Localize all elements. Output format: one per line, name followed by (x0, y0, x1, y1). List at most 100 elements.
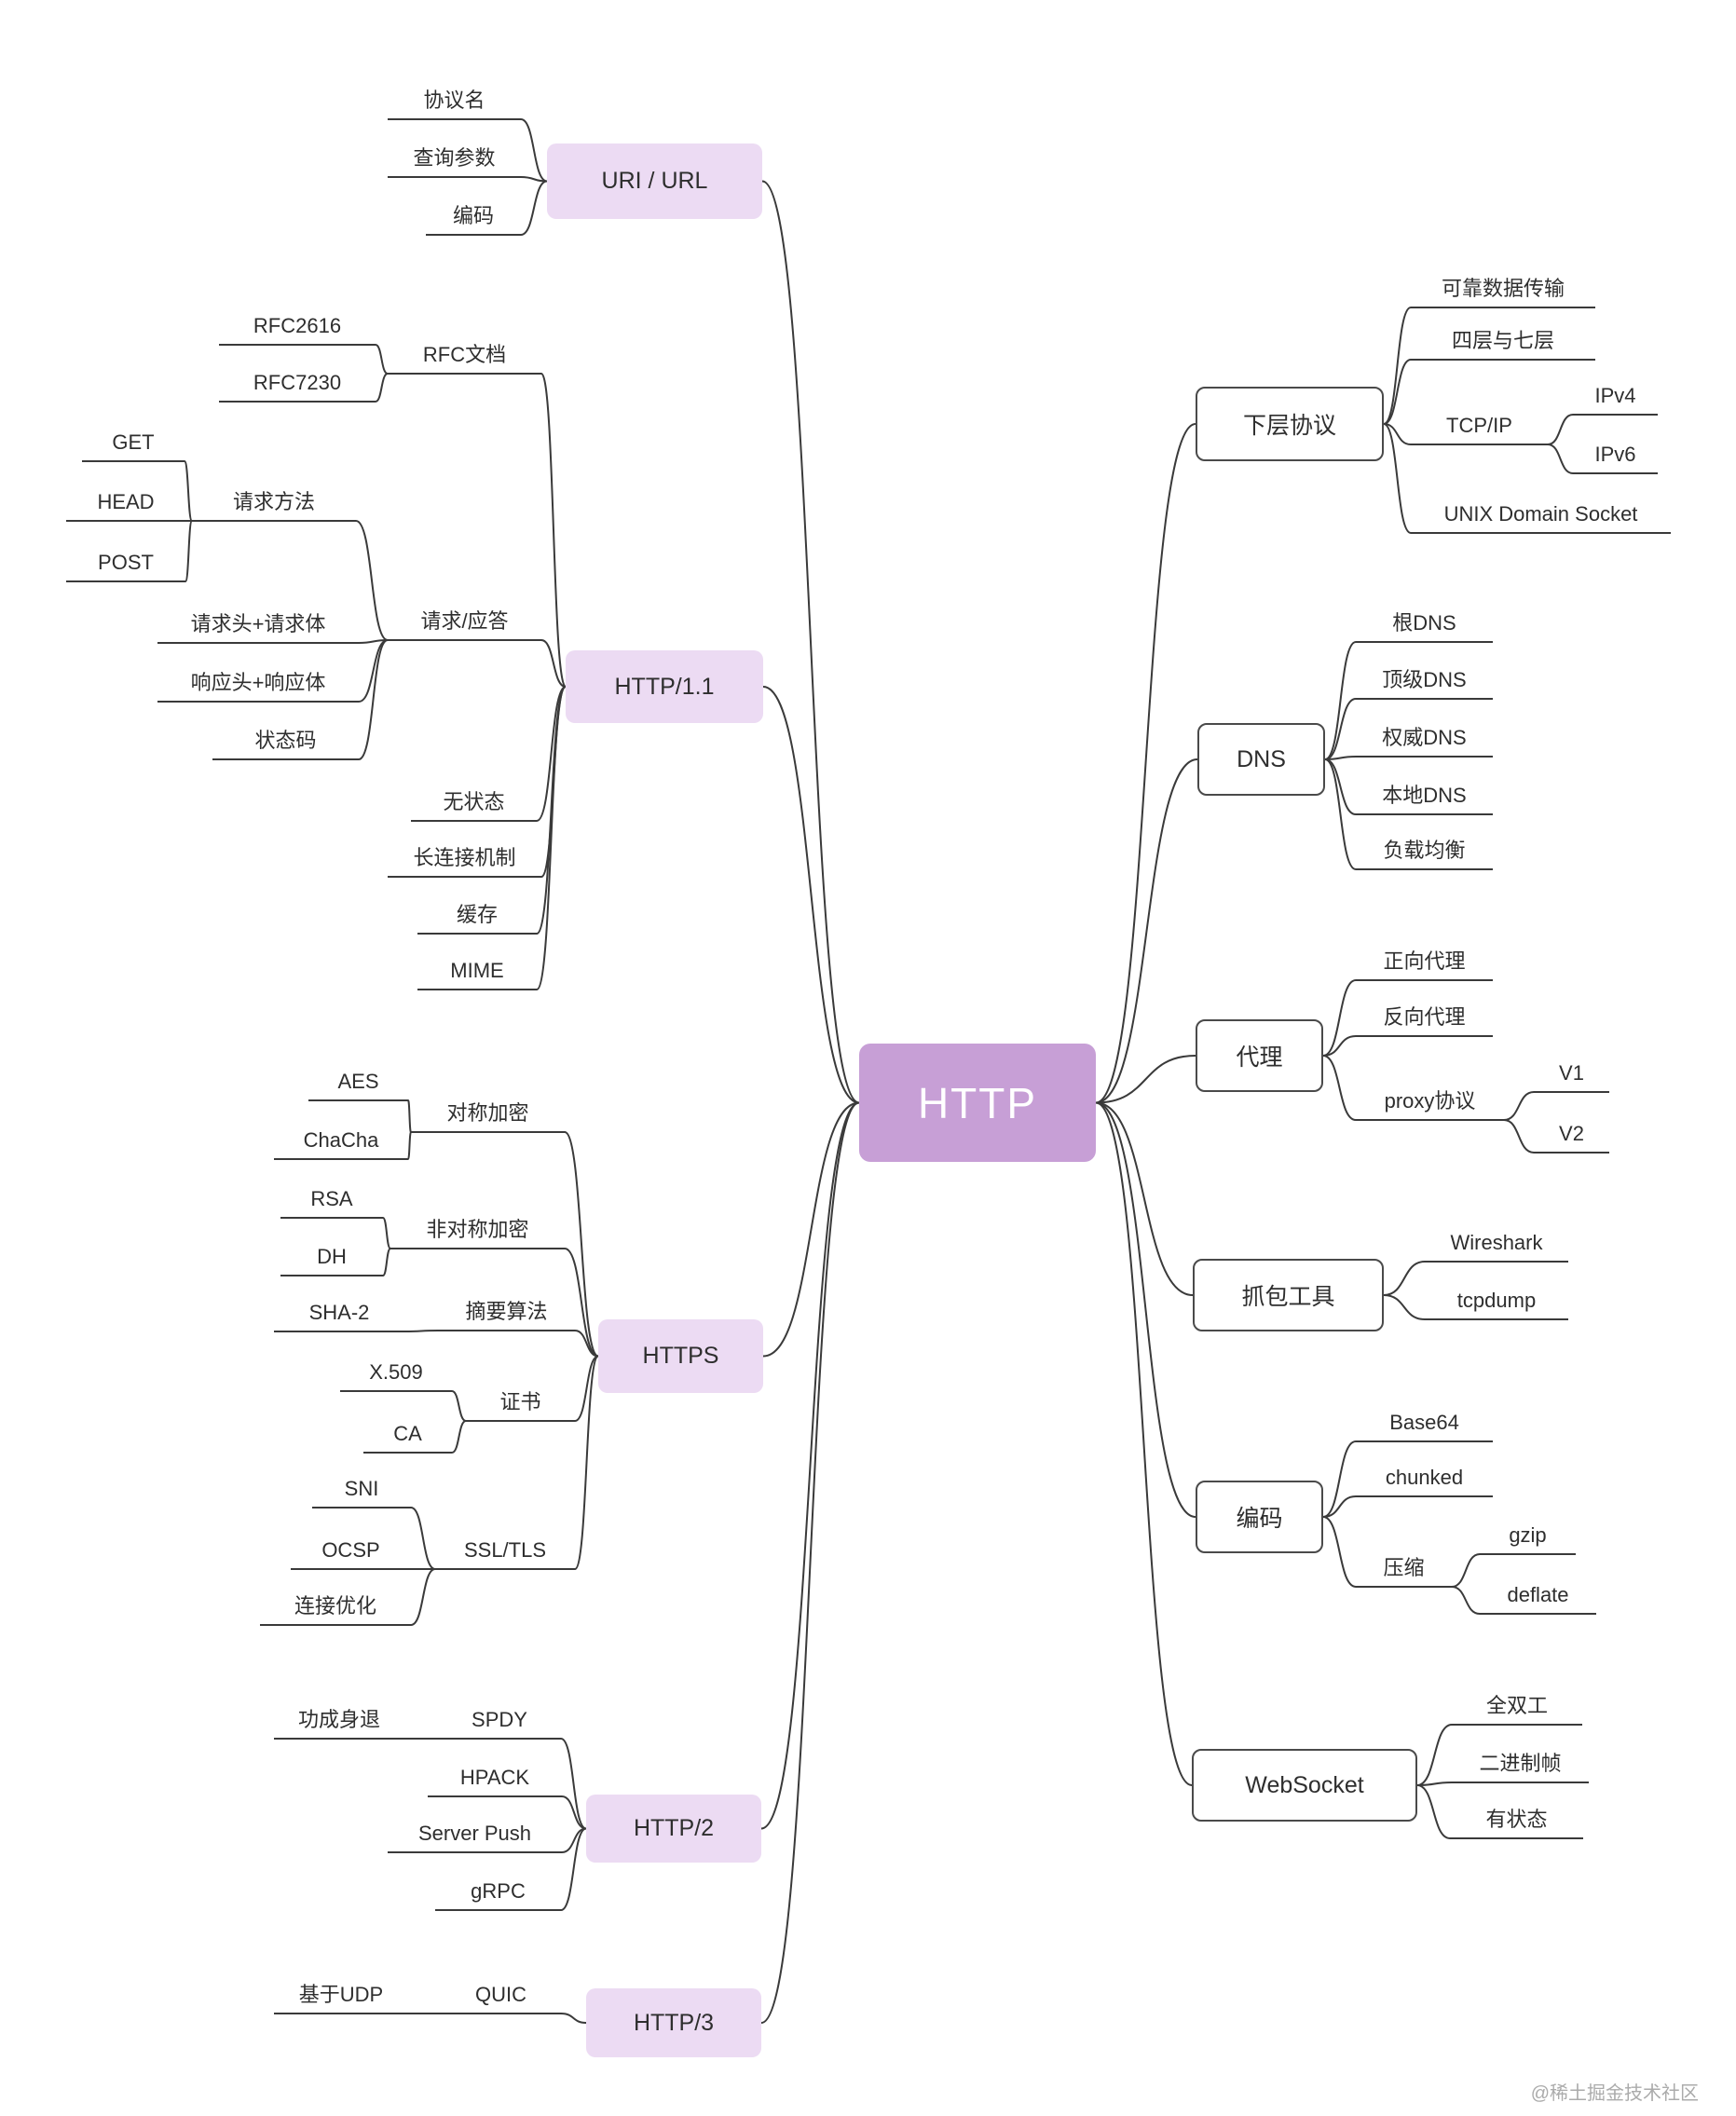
branch-connector (1322, 979, 1357, 1057)
node-head: HEAD (66, 490, 185, 522)
node-gzip: gzip (1480, 1523, 1576, 1555)
branch-connector (574, 1355, 599, 1570)
branch-connector (574, 1355, 599, 1422)
node-hpack: HPACK (428, 1766, 562, 1797)
branch-connector (1451, 1553, 1481, 1588)
branch-connector (1322, 1440, 1357, 1518)
node-request-method: 请求方法 (192, 490, 356, 522)
node-encoding: 编码 (1196, 1481, 1323, 1553)
branch-connector (1095, 1101, 1196, 1518)
branch-connector (560, 1827, 587, 1911)
node-binary-frame: 二进制帧 (1452, 1752, 1589, 1783)
branch-connector (1383, 359, 1412, 425)
node-uri-encoding: 编码 (426, 204, 521, 236)
branch-connector (1322, 1516, 1357, 1588)
node-stateless: 无状态 (411, 790, 537, 822)
node-wireshark: Wireshark (1425, 1231, 1568, 1263)
node-root-dns: 根DNS (1356, 611, 1493, 643)
node-chunked: chunked (1356, 1466, 1493, 1497)
branch-connector (520, 118, 548, 183)
node-ocsp: OCSP (291, 1538, 411, 1570)
node-udp-based: 基于UDP (274, 1983, 408, 2014)
node-query-params: 查询参数 (388, 146, 521, 178)
branch-connector (1547, 444, 1574, 474)
branch-connector (1322, 1035, 1357, 1057)
node-status-code: 状态码 (212, 729, 359, 760)
node-four-seven-layers: 四层与七层 (1411, 329, 1595, 361)
node-dns: DNS (1197, 723, 1325, 796)
branch-connector (1383, 1294, 1426, 1320)
node-stateful: 有状态 (1450, 1808, 1583, 1839)
branch-connector (375, 344, 389, 375)
node-tld-dns: 顶级DNS (1356, 668, 1493, 700)
node-aes: AES (308, 1070, 408, 1101)
branch-connector (1324, 758, 1357, 815)
node-request-response: 请求/应答 (388, 609, 541, 641)
branch-connector (520, 176, 548, 183)
node-full-duplex: 全双工 (1452, 1694, 1582, 1726)
branch-connector (1095, 758, 1198, 1104)
node-rfc2616: RFC2616 (219, 314, 376, 346)
node-rsa: RSA (280, 1187, 383, 1219)
node-tcpip: TCP/IP (1411, 414, 1548, 445)
branch-connector (355, 520, 389, 641)
branch-connector (1322, 1055, 1357, 1121)
node-ipv6: IPv6 (1573, 443, 1658, 474)
node-uri-url: URI / URL (547, 143, 762, 219)
node-sni: SNI (312, 1477, 411, 1509)
node-proxy-v1: V1 (1534, 1061, 1609, 1093)
node-keepalive: 长连接机制 (388, 846, 541, 878)
node-proxy-v2: V2 (1534, 1122, 1609, 1154)
node-sha2: SHA-2 (274, 1301, 404, 1332)
branch-connector (540, 639, 567, 688)
branch-connector (1324, 758, 1357, 870)
node-server-push: Server Push (388, 1822, 562, 1853)
branch-connector (540, 373, 567, 688)
node-forward-proxy: 正向代理 (1356, 949, 1493, 981)
branch-connector (185, 520, 193, 582)
node-unix-domain-socket: UNIX Domain Socket (1411, 502, 1671, 534)
node-chacha: ChaCha (274, 1128, 408, 1160)
branch-connector (762, 1101, 860, 1358)
node-base64: Base64 (1356, 1411, 1493, 1442)
node-x509: X.509 (340, 1360, 452, 1392)
node-cache: 缓存 (417, 903, 537, 935)
branch-connector (1095, 1101, 1194, 1296)
node-http2: HTTP/2 (586, 1795, 761, 1863)
branch-connector (1416, 1784, 1451, 1839)
node-dh: DH (280, 1245, 383, 1276)
node-compression: 压缩 (1356, 1556, 1452, 1588)
node-load-balancing: 负载均衡 (1356, 839, 1493, 870)
branch-connector (1095, 1055, 1196, 1104)
branch-connector (1503, 1119, 1535, 1154)
node-quic: QUIC (441, 1983, 561, 2014)
node-capture-tools: 抓包工具 (1193, 1259, 1384, 1331)
node-protocol-name: 协议名 (388, 89, 521, 120)
node-deflate: deflate (1480, 1583, 1596, 1615)
node-spdy-retired: 功成身退 (274, 1708, 404, 1740)
branch-connector (407, 1131, 412, 1160)
branch-connector (536, 686, 567, 822)
branch-connector (520, 180, 548, 236)
branch-connector (407, 1099, 412, 1133)
branch-connector (564, 1131, 599, 1358)
branch-connector (358, 639, 389, 760)
branch-connector (1322, 1495, 1357, 1518)
node-ssl-tls: SSL/TLS (435, 1538, 575, 1570)
node-rfc-doc: RFC文档 (388, 343, 541, 375)
watermark: @稀土掘金技术社区 (1530, 2083, 1699, 2104)
branch-connector (1416, 1724, 1453, 1786)
branch-connector (1383, 1261, 1426, 1296)
branch-connector (1416, 1782, 1453, 1786)
node-symmetric-crypto: 对称加密 (411, 1101, 565, 1133)
node-digest-algorithm: 摘要算法 (438, 1300, 575, 1331)
node-websocket: WebSocket (1192, 1749, 1417, 1822)
branch-connector (410, 1568, 436, 1626)
node-proxy: 代理 (1196, 1019, 1323, 1092)
branch-connector (1451, 1586, 1481, 1615)
branch-connector (536, 686, 567, 990)
branch-connector (560, 1738, 587, 1830)
node-post: POST (66, 551, 185, 582)
branch-connector (1383, 307, 1412, 425)
